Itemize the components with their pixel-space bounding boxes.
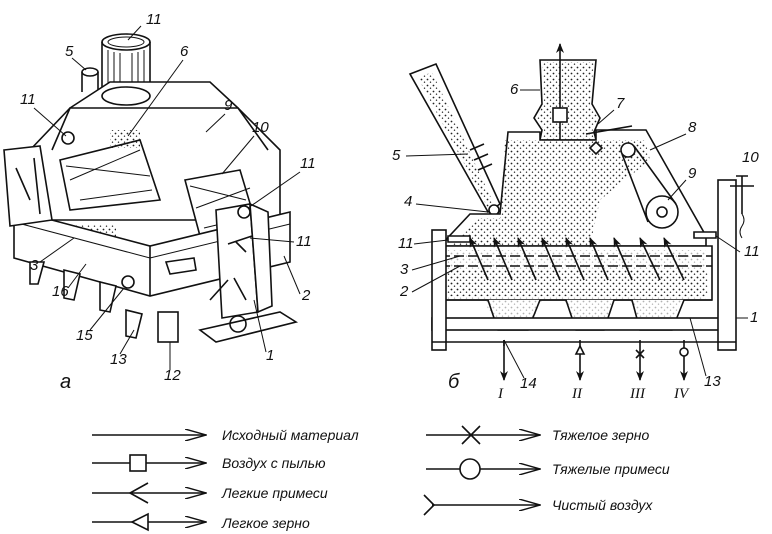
svg-text:Легкие примеси: Легкие примеси <box>221 485 328 501</box>
callout-a-2: 2 <box>301 287 311 304</box>
callout-a-11: 11 <box>296 233 312 250</box>
callout-b-7: 7 <box>616 95 625 112</box>
callout-a-9: 10 <box>252 119 269 136</box>
callout-b-9: 9 <box>688 165 697 182</box>
callout-b-11-left: 11 <box>398 235 414 252</box>
callout-a-8: 9 <box>224 97 233 114</box>
callout-a-6: 11 <box>146 11 162 28</box>
callout-a-3: 3 <box>30 257 39 274</box>
callout-b-11-right: 11 <box>744 243 760 260</box>
panel-a-callouts: 11 5 6 11 9 10 11 11 2 1 3 16 15 13 12 а <box>20 11 316 393</box>
callout-a-5: 5 <box>65 43 74 60</box>
legend-item-dusty-air: Воздух с пылью <box>92 454 326 472</box>
callout-a-1: 1 <box>266 347 274 364</box>
outlet-IV: IV <box>673 386 690 402</box>
callout-a-10: 11 <box>300 155 316 172</box>
legend-item-heavy-impurities: Тяжелые примеси <box>426 458 670 480</box>
legend-item-source: Исходный материал <box>92 427 359 443</box>
callout-b-1: 1 <box>750 309 758 326</box>
callout-a-7: 6 <box>180 43 189 60</box>
callout-a-15: 15 <box>76 327 93 344</box>
callout-a-16: 16 <box>52 283 69 300</box>
svg-text:Тяжелые примеси: Тяжелые примеси <box>552 461 670 477</box>
callout-b-8: 8 <box>688 119 697 136</box>
callout-a-12: 12 <box>164 367 181 384</box>
legend-item-light-grain: Легкое зерно <box>92 512 310 532</box>
panel-a-machine <box>3 33 299 343</box>
svg-text:Тяжелое зерно: Тяжелое зерно <box>552 427 650 443</box>
callout-b-2: 2 <box>399 283 409 300</box>
callout-b-14: 14 <box>520 375 537 392</box>
callout-b-3: 3 <box>400 261 409 278</box>
callout-b-13: 13 <box>704 373 721 390</box>
outlet-I: I <box>497 386 504 402</box>
panel-b-section <box>408 43 754 381</box>
callout-a-13: 13 <box>110 351 127 368</box>
callout-b-6: 6 <box>510 81 519 98</box>
outlet-II: II <box>571 386 583 402</box>
svg-text:Исходный материал: Исходный материал <box>222 427 359 443</box>
callout-b-5: 5 <box>392 147 401 164</box>
legend-item-clean-air: Чистый воздух <box>423 494 653 516</box>
svg-text:Воздух с пылью: Воздух с пылью <box>222 455 326 471</box>
legend-item-heavy-grain: Тяжелое зерно <box>426 425 650 445</box>
callout-a-11-top: 11 <box>20 91 36 108</box>
legend: Исходный материал Воздух с пылью Легкие … <box>92 425 670 532</box>
panel-a-label: а <box>60 371 71 393</box>
panel-b-label: б <box>448 371 460 393</box>
outlet-III: III <box>629 386 646 402</box>
legend-item-light-impurities: Легкие примеси <box>92 482 328 504</box>
svg-text:Чистый воздух: Чистый воздух <box>552 497 653 513</box>
callout-b-4: 4 <box>404 193 412 210</box>
svg-text:Легкое зерно: Легкое зерно <box>221 515 310 531</box>
panel-b-callouts: 6 7 8 9 10 11 1 5 4 11 3 2 14 13 I II II… <box>392 81 760 402</box>
callout-b-10: 10 <box>742 149 759 166</box>
